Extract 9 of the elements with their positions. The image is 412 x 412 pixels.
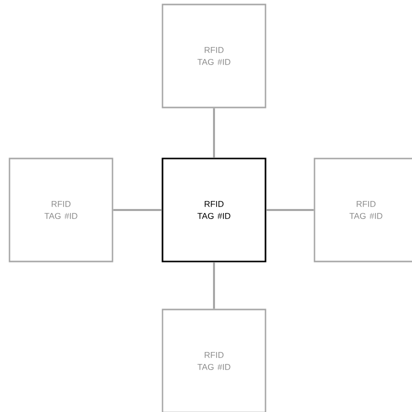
tag-box: RFID TAG #ID: [162, 158, 266, 262]
tag-box: RFID TAG #ID: [314, 158, 412, 262]
connector-line: [213, 262, 215, 309]
connector-line: [266, 209, 314, 211]
tag-box: RFID TAG #ID: [162, 4, 266, 108]
tag-box: RFID TAG #ID: [8, 158, 114, 262]
tag-box: RFID TAG #ID: [162, 308, 266, 412]
connector-line: [213, 108, 215, 158]
connector-line: [113, 209, 162, 211]
